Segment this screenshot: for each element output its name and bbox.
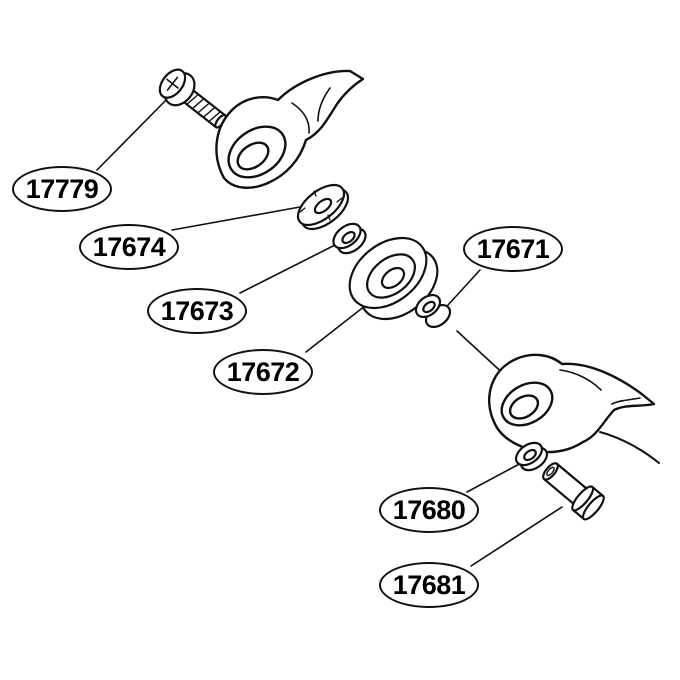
pin-head-flange — [571, 485, 595, 512]
part-label-17672: 17672 — [213, 349, 313, 395]
leader-17672 — [305, 301, 371, 353]
part-label-17681: 17681 — [379, 562, 479, 608]
part-label-17779: 17779 — [12, 166, 112, 212]
part-label-17674: 17674 — [79, 224, 179, 270]
leader-17674 — [171, 206, 301, 231]
part-screw — [158, 68, 227, 129]
leader-lines — [96, 95, 563, 567]
lock-washer-hole — [313, 197, 333, 215]
washer-lower-hole — [523, 448, 537, 462]
bracket-lower-hole — [508, 394, 540, 420]
part-label-17673: 17673 — [147, 288, 247, 334]
collar-hole — [422, 300, 436, 314]
part-label-17671: 17671 — [463, 226, 563, 272]
spacer-ring-hole — [341, 230, 356, 245]
part-roller — [348, 236, 439, 321]
leader-17779 — [96, 95, 171, 171]
bracket-lower — [487, 353, 660, 464]
phillips-cross-icon — [166, 76, 179, 91]
part-collar — [414, 293, 452, 329]
part-washer-lower — [514, 441, 549, 472]
leader-17671 — [447, 269, 481, 306]
bracket-upper-hole — [236, 141, 270, 171]
pin-front-hole — [546, 466, 555, 477]
part-pin-bolt — [542, 462, 605, 521]
bracket-upper — [215, 69, 365, 189]
part-label-17680: 17680 — [379, 487, 479, 533]
roller-hole — [380, 266, 406, 290]
part-spacer-ring — [332, 222, 367, 255]
leader-17673 — [239, 243, 338, 294]
leader-17681 — [470, 506, 563, 567]
part-lock-washer — [296, 183, 350, 231]
pin-head-cap — [581, 494, 605, 521]
leader-17680 — [466, 461, 524, 493]
